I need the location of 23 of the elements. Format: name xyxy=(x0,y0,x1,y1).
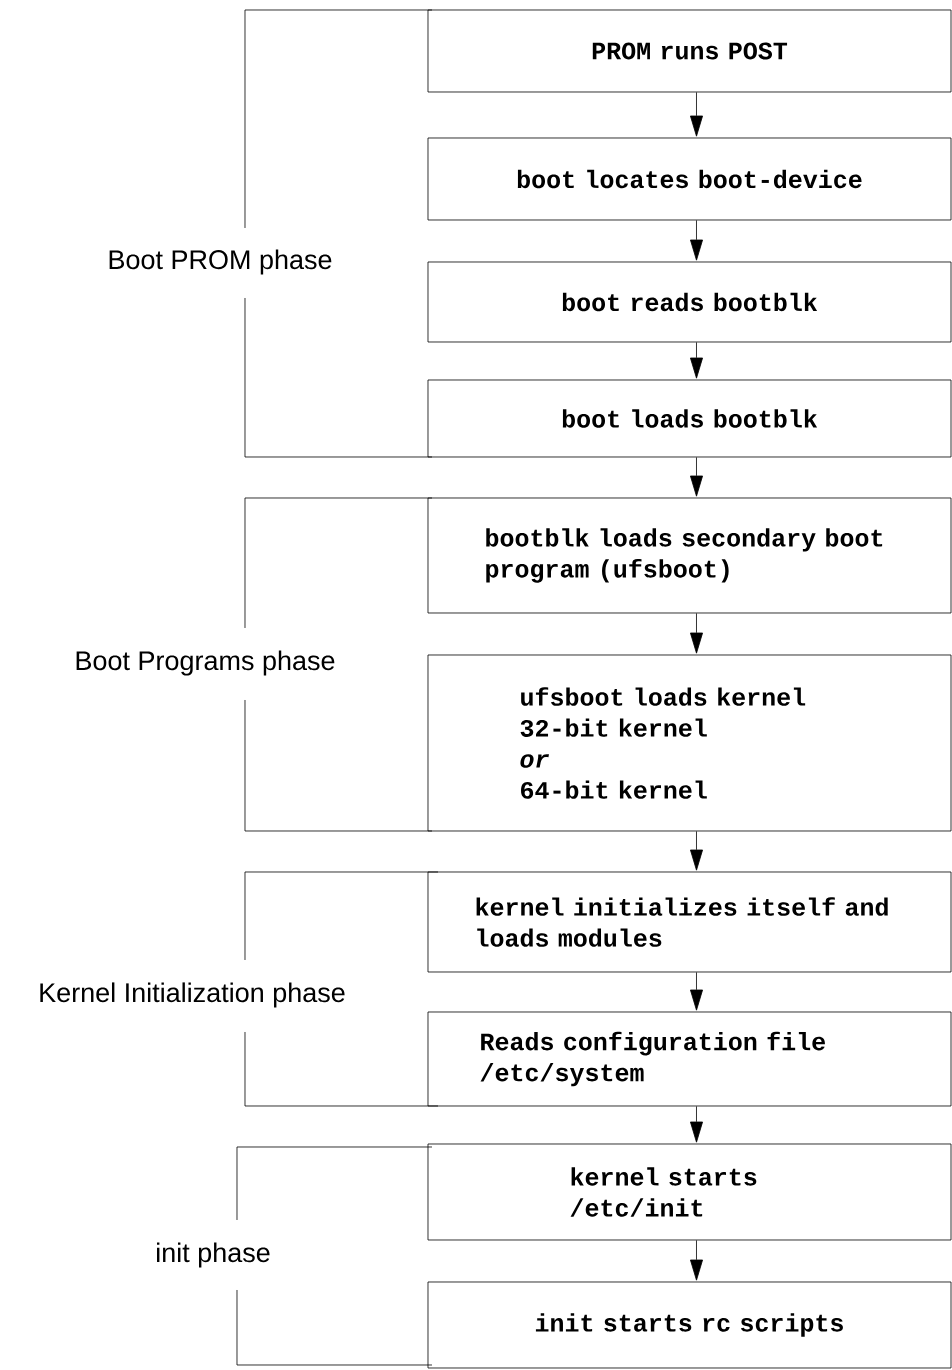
arrow xyxy=(690,342,703,379)
arrow xyxy=(690,613,703,654)
arrow xyxy=(690,1106,703,1143)
arrow xyxy=(690,972,703,1011)
process-box: boot loads bootblk xyxy=(427,379,952,458)
process-box: Reads configuration file /etc/system xyxy=(427,1011,952,1107)
arrow xyxy=(690,92,703,137)
arrow xyxy=(690,457,703,497)
process-box: bootblk loads secondary boot program (ufsboot) xyxy=(427,497,952,614)
process-box: kernel starts /etc/init xyxy=(427,1143,952,1241)
process-box: ufsboot loads kernel 32-bit kernel or 64-bit kernel xyxy=(427,654,952,832)
process-box: PROM runs POST xyxy=(427,9,952,93)
phase-label: init phase xyxy=(157,1242,270,1268)
arrow xyxy=(690,220,703,261)
process-box: boot locates boot-device xyxy=(427,137,952,221)
process-box: boot reads bootblk xyxy=(427,261,952,343)
arrow xyxy=(690,831,703,871)
phase-label: Kernel Initialization phase xyxy=(40,982,345,1008)
phase-label: Boot PROM phase xyxy=(109,249,332,275)
arrow xyxy=(690,1240,703,1281)
process-box: kernel initializes itself and loads modules xyxy=(427,871,952,973)
process-box: init starts rc scripts xyxy=(427,1281,952,1369)
phase-label: Boot Programs phase xyxy=(76,650,335,676)
